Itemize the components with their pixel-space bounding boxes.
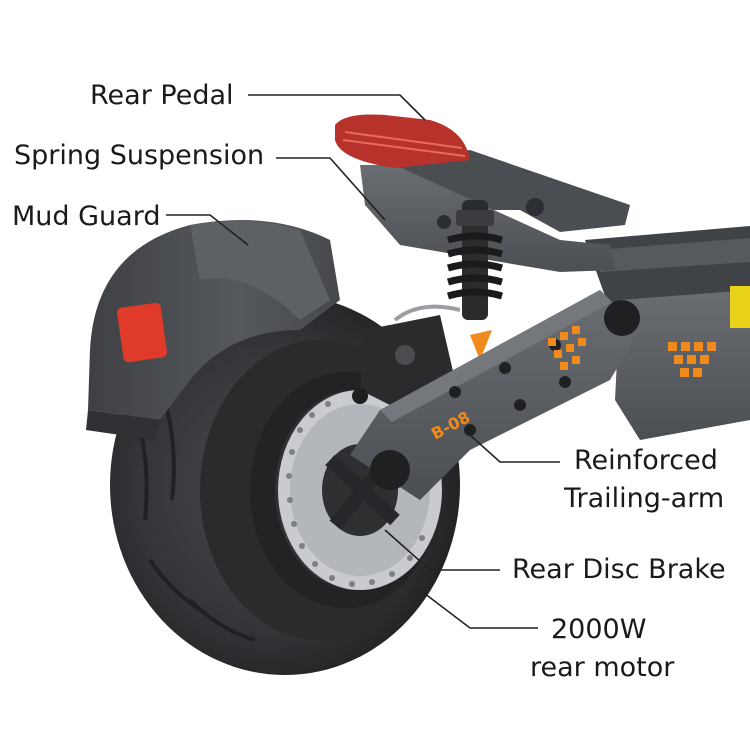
callout-lines bbox=[166, 94, 560, 629]
label-motor-line1: 2000W bbox=[551, 614, 647, 645]
tail-light bbox=[335, 114, 470, 168]
trailing-arm: B-08 bbox=[350, 290, 716, 500]
label-spring-suspension: Spring Suspension bbox=[14, 140, 265, 171]
callout-line-mud-guard bbox=[166, 214, 249, 246]
label-rear-disc-brake: Rear Disc Brake bbox=[512, 554, 726, 585]
callout-line-brake bbox=[384, 529, 500, 571]
spring-suspension bbox=[447, 200, 503, 320]
label-trailing-arm-line2: Trailing-arm bbox=[564, 483, 725, 514]
label-rear-pedal: Rear Pedal bbox=[90, 80, 234, 111]
rear-reflector bbox=[117, 302, 168, 363]
callout-line-trailing-arm bbox=[469, 434, 560, 463]
deck bbox=[585, 226, 750, 440]
callout-line-spring bbox=[276, 157, 386, 221]
callout-line-motor bbox=[419, 589, 538, 629]
label-mud-guard: Mud Guard bbox=[12, 201, 161, 232]
label-motor-line2: rear motor bbox=[530, 652, 675, 683]
mud-guard bbox=[86, 220, 340, 440]
label-trailing-arm-line1: Reinforced bbox=[574, 445, 718, 476]
callout-line-rear-pedal bbox=[248, 94, 426, 121]
deck-sticker bbox=[730, 286, 750, 328]
